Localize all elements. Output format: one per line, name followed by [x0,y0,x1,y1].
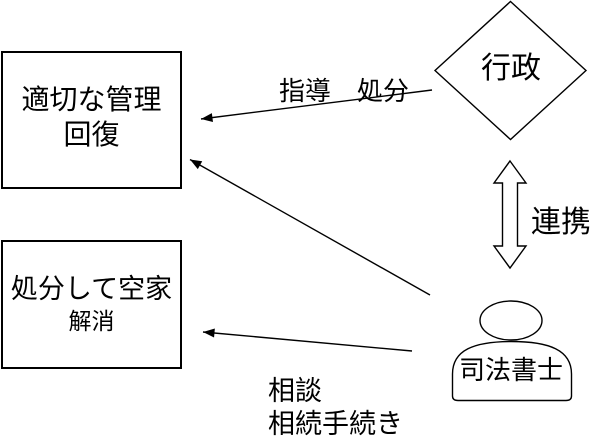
box-vacant-house-resolution-label: 処分して空家 解消 [1,240,182,369]
arrow-scrivener-to-management [189,158,431,296]
person-body-shape [451,340,573,402]
arrow-consultation [202,328,413,352]
box-appropriate-management-line1: 適切な管理 [21,83,162,116]
box-appropriate-management [1,51,182,189]
double-arrow-cooperation [492,159,528,270]
edge-cooperation-label: 連携 [531,205,591,240]
edge-consultation-line2: 相続手続き [268,409,403,440]
diamond-administration [433,0,588,141]
edge-guidance-label: 指導 処分 [279,77,410,107]
box-vacant-house-resolution-line2: 解消 [68,308,115,335]
box-appropriate-management-label: 適切な管理 回復 [1,51,182,189]
edge-consultation-label: 相談 相続手続き [268,375,403,441]
arrow-guidance [200,89,433,123]
person-head-shape [479,300,543,341]
box-vacant-house-resolution-line1: 処分して空家 [10,273,173,305]
box-appropriate-management-line2: 回復 [63,118,120,151]
box-vacant-house-resolution [1,240,182,369]
edge-consultation-line1: 相談 [268,376,322,407]
diamond-administration-label: 行政 [481,51,541,86]
person-judicial-scrivener-label: 司法書士 [458,356,563,386]
